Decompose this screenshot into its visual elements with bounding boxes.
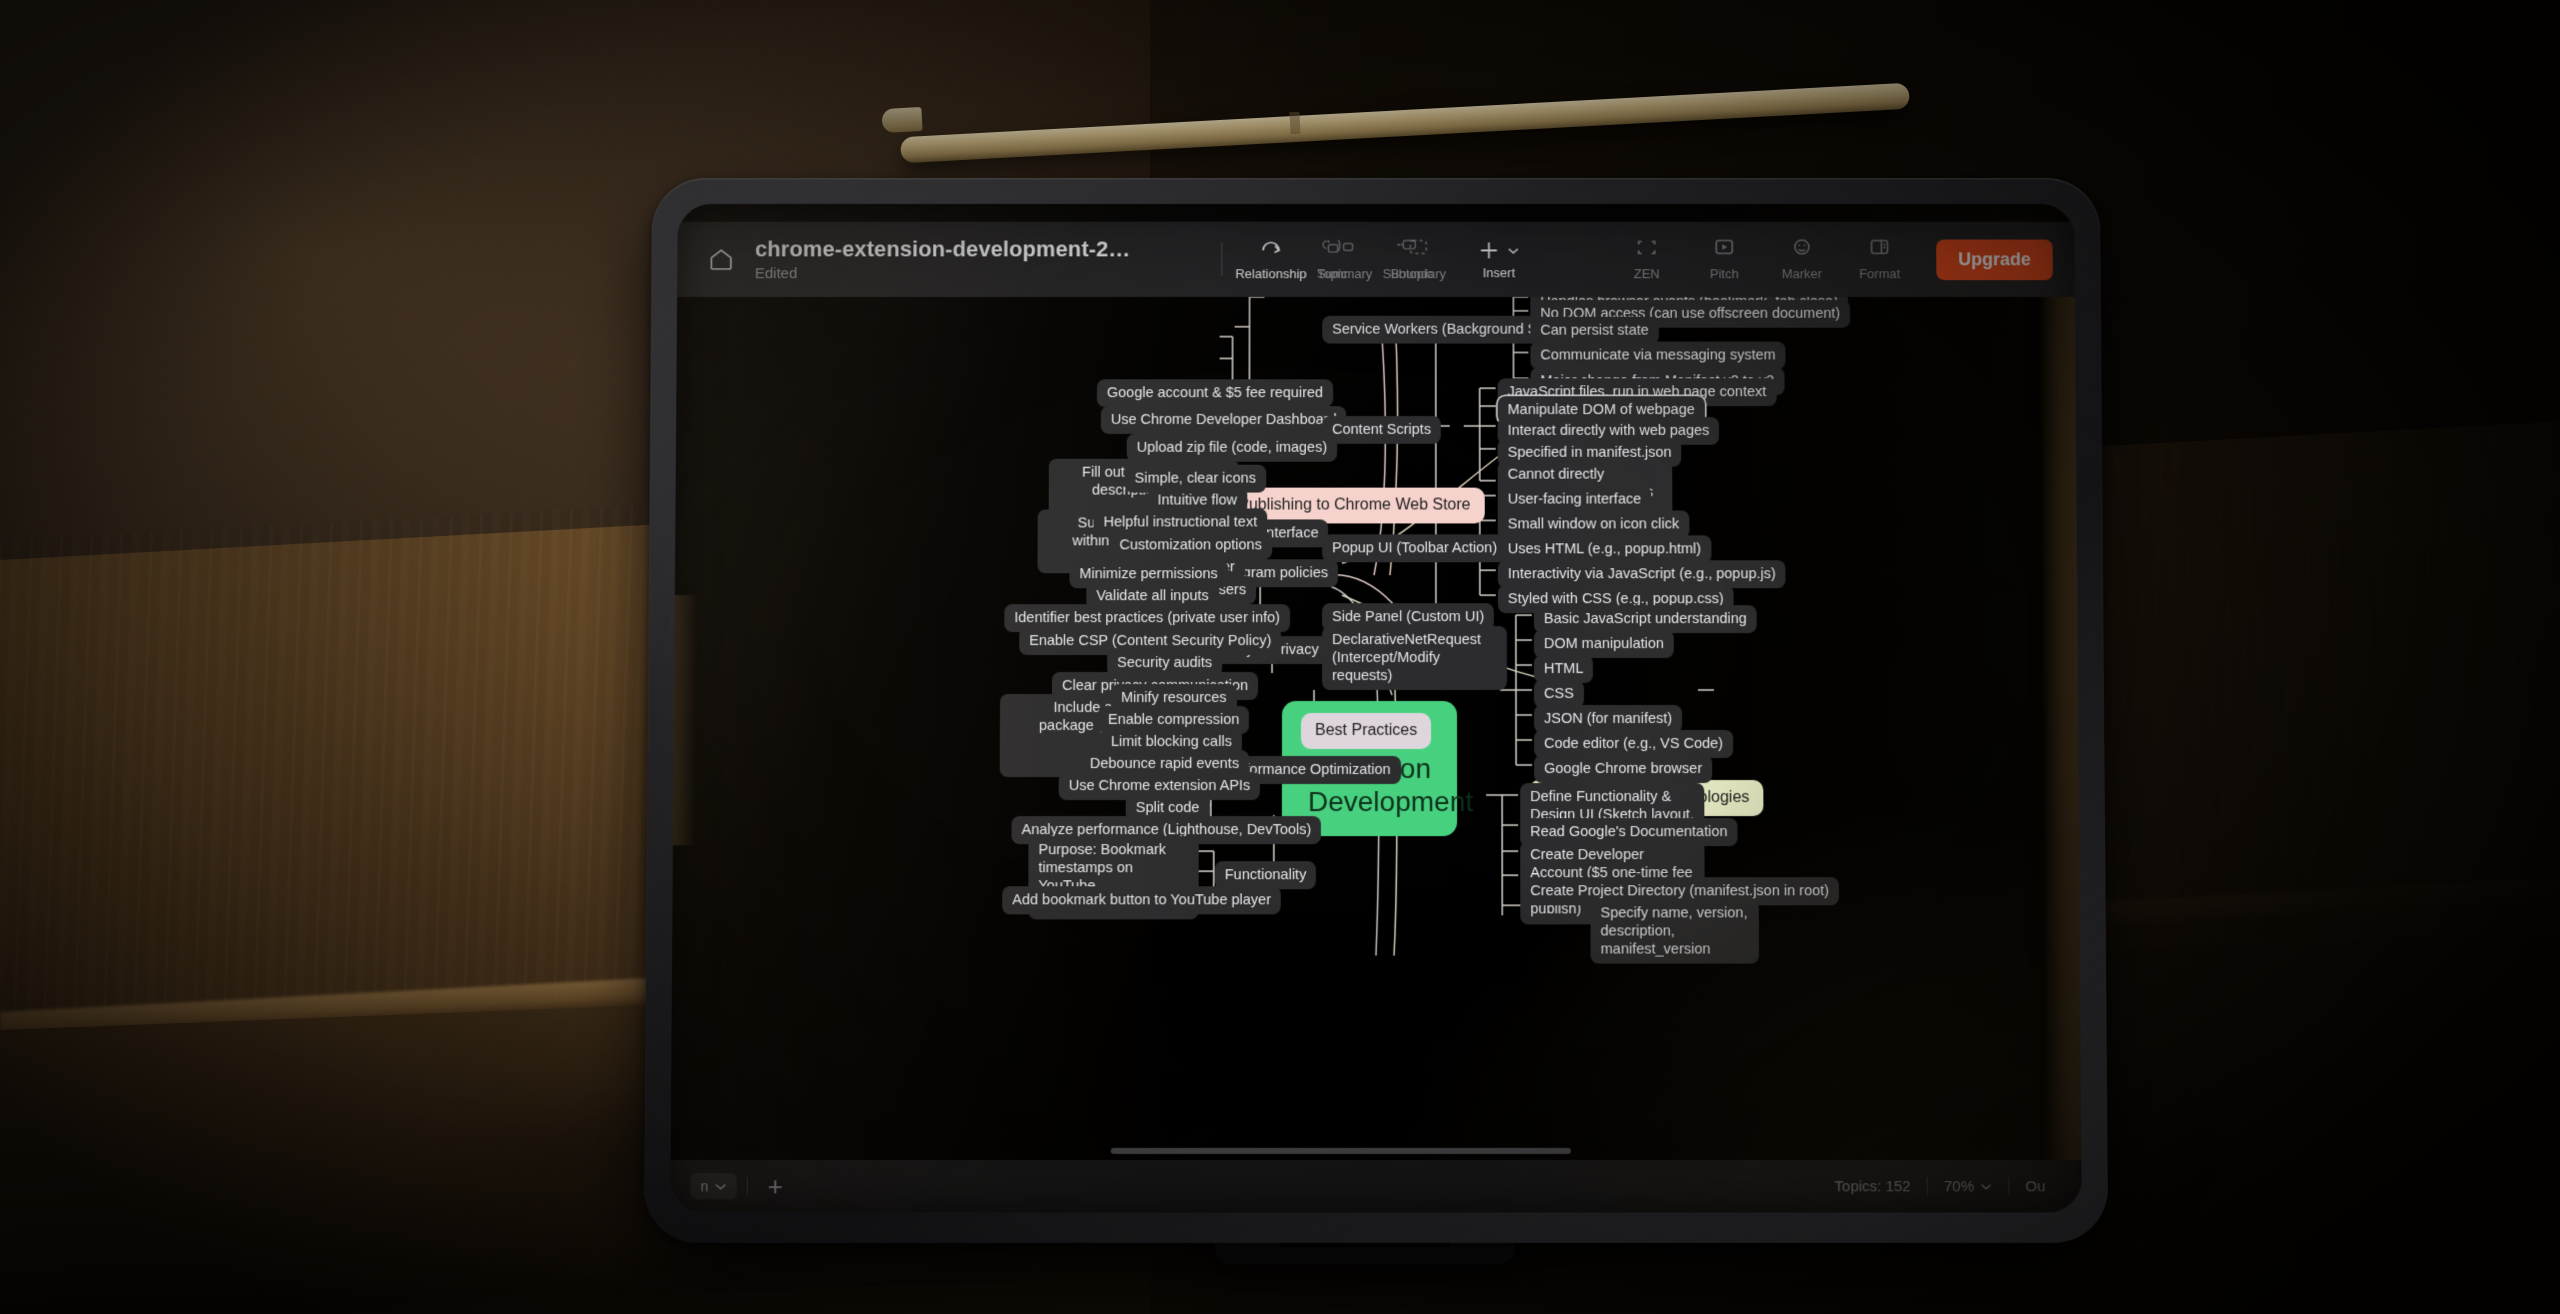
node-publishing-item[interactable]: Upload zip file (code, images) [1126,433,1338,462]
app-toolbar: chrome-extension-development-2… Edited T… [677,221,2075,297]
node-popup-item[interactable]: Interactivity via JavaScript (e.g., popu… [1497,560,1786,589]
sheet-tab[interactable]: n [690,1173,737,1200]
tablet-screen: chrome-extension-development-2… Edited T… [670,203,2082,1213]
node-sw-item[interactable]: Communicate via messaging system [1530,341,1786,370]
tool-relationship-label: Relationship [1235,266,1307,282]
node-sw-item[interactable]: Can persist state [1530,316,1659,345]
chevron-down-icon [1506,245,1519,255]
chevron-down-icon [714,1182,726,1191]
pitch-play-icon [1713,238,1735,263]
tool-boundary-label: Boundary [1390,266,1447,282]
node-popup-ui[interactable]: Popup UI (Toolbar Action) [1322,534,1508,563]
tool-marker-label: Marker [1781,266,1823,282]
zen-fullscreen-icon [1636,238,1658,263]
tool-summary[interactable]: Summary [1308,229,1382,290]
tool-pitch[interactable]: Pitch [1687,229,1761,290]
zoom-control[interactable]: 70% [1928,1178,2009,1195]
node-functionality[interactable]: Functionality [1214,861,1317,890]
topics-count: Topics: 152 [1834,1177,1911,1195]
node-prereq-item[interactable]: JSON (for manifest) [1533,705,1683,734]
mindmap-canvas[interactable]: Chrome Extension Development Publishing … [670,296,2082,1161]
tool-summary-label: Summary [1316,266,1373,282]
tool-insert-label: Insert [1482,264,1516,280]
stylus-tip [881,106,923,134]
tool-marker[interactable]: Marker [1765,229,1839,290]
document-title[interactable]: chrome-extension-development-2… [754,236,1131,262]
zoom-level-label: 70% [1943,1177,1975,1195]
summary-icon [1332,238,1358,263]
marker-smiley-icon [1791,238,1813,263]
toolbar-right-group: ZEN Pitch [1610,229,2053,290]
relationship-icon [1258,238,1284,263]
tool-zen[interactable]: ZEN [1610,229,1684,290]
boundary-icon [1406,238,1430,263]
node-popup-item[interactable]: Uses HTML (e.g., popup.html) [1497,535,1712,564]
node-content-scripts[interactable]: Content Scripts [1322,416,1441,444]
document-status: Edited [754,265,798,283]
node-functionality-item[interactable]: Add bookmark button to YouTube player [1002,886,1282,915]
node-prereq-item[interactable]: CSS [1533,680,1584,709]
toolbar-center-group: Relationship Summary [1209,229,1542,290]
node-prereq-item[interactable]: HTML [1533,655,1594,684]
tool-zen-label: ZEN [1633,266,1660,282]
status-bar: n + Topics: 152 70% [670,1160,2082,1213]
tool-relationship[interactable]: Relationship [1234,229,1308,290]
node-step-item[interactable]: Specify name, version, description, mani… [1590,899,1760,964]
node-declarative-net-request[interactable]: DeclarativeNetRequest (Intercept/Modify … [1322,626,1507,691]
status-right-group: Topics: 152 70% Ou [1818,1177,2061,1196]
chevron-down-icon [1980,1182,1992,1191]
node-prereq-item[interactable]: Basic JavaScript understanding [1533,605,1757,634]
node-prereq-item[interactable]: DOM manipulation [1533,630,1674,659]
document-meta: chrome-extension-development-2… Edited [755,237,1131,283]
node-prereq-item[interactable]: Google Chrome browser [1534,755,1713,784]
toolbar-divider [1221,242,1223,277]
tablet-device: chrome-extension-development-2… Edited T… [643,178,2109,1243]
sheet-tab-label: n [700,1178,709,1195]
outline-button[interactable]: Ou [2025,1177,2046,1195]
branch-best-practices[interactable]: Best Practices [1300,712,1432,750]
tool-insert[interactable]: Insert [1455,229,1543,290]
node-publishing-item[interactable]: Google account & $5 fee required [1096,379,1333,408]
node-popup-item[interactable]: Small window on icon click [1497,510,1690,539]
status-divider [746,1177,748,1196]
node-publishing-item[interactable]: Use Chrome Developer Dashboard [1100,406,1347,435]
upgrade-button[interactable]: Upgrade [1936,239,2053,280]
stylus-band [1289,111,1301,135]
tool-format-label: Format [1859,266,1901,282]
horizontal-scrollbar[interactable] [1110,1147,1571,1154]
node-prereq-item[interactable]: Code editor (e.g., VS Code) [1534,729,1734,759]
add-sheet-button[interactable]: + [767,1171,784,1202]
node-popup-item[interactable]: User-facing interface [1497,485,1652,514]
insert-plus-icon [1478,239,1519,261]
home-icon[interactable] [699,238,743,282]
tool-boundary[interactable]: Boundary [1381,229,1455,290]
tool-pitch-label: Pitch [1709,266,1739,282]
format-panel-icon [1868,238,1890,263]
tool-format[interactable]: Format [1843,229,1917,290]
